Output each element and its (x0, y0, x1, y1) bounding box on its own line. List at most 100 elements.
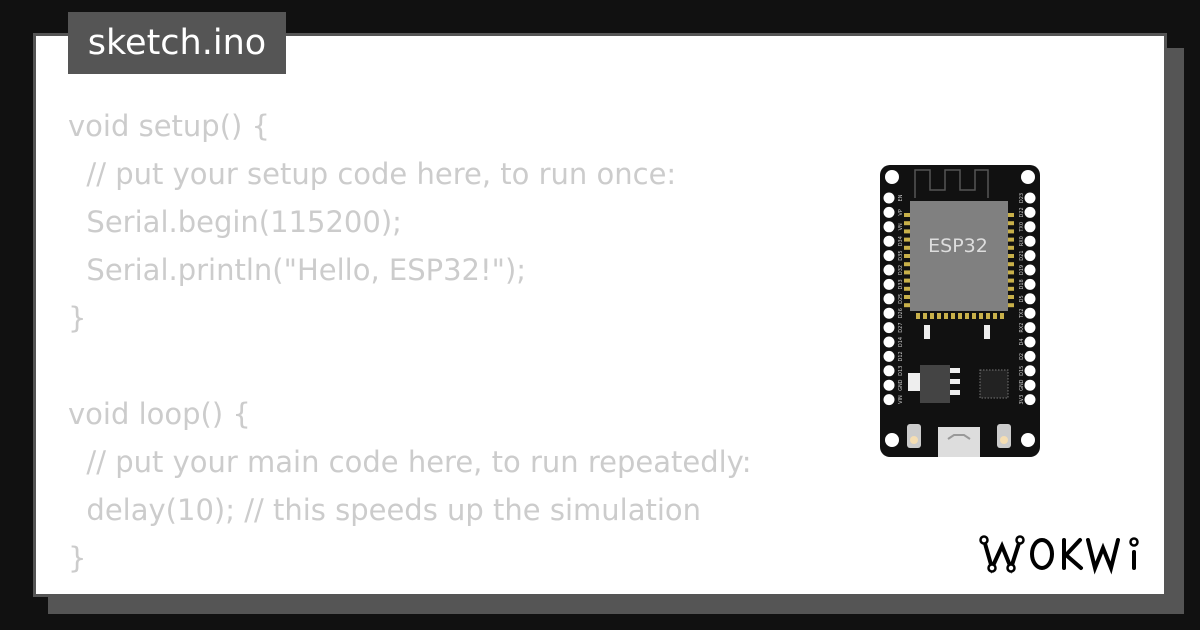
pin-label: D12 (898, 351, 904, 361)
chip-pad (904, 254, 910, 258)
pin-label: TX0 (1019, 222, 1025, 233)
pin-label: D14 (898, 337, 904, 347)
chip-pad (965, 313, 969, 319)
pin-label: D26 (898, 308, 904, 318)
chip-pad (1008, 221, 1014, 226)
chip-pad (1008, 303, 1014, 308)
code-line: Serial.println("Hello, ESP32!"); (68, 253, 527, 287)
pin-label: D2 (1019, 353, 1025, 360)
pin-tx0[interactable] (1024, 221, 1036, 233)
pin-d15[interactable] (1024, 365, 1036, 377)
pin-d32[interactable] (883, 264, 895, 276)
file-title: sketch.ino (68, 12, 286, 74)
chip-pad (1008, 295, 1014, 299)
pin-d2[interactable] (1024, 350, 1036, 362)
chip-pad (923, 313, 927, 319)
pin-label: D13 (898, 366, 904, 376)
pin-en[interactable] (883, 192, 895, 204)
chip-pad (986, 313, 990, 319)
pin-label: D19 (1019, 265, 1025, 275)
pin-label: D25 (898, 294, 904, 304)
pin-gnd[interactable] (1024, 379, 1036, 391)
pin-d27[interactable] (883, 322, 895, 334)
pin-vp[interactable] (883, 206, 895, 218)
pin-d21[interactable] (1024, 250, 1036, 262)
pin-label: VIN (898, 395, 904, 404)
chip-pad (904, 245, 910, 250)
pin-d26[interactable] (883, 307, 895, 319)
chip-pad (904, 286, 910, 291)
code-editor: void setup() { // put your setup code he… (68, 102, 752, 582)
pin-tx2[interactable] (1024, 307, 1036, 319)
chip-pad (1008, 286, 1014, 291)
pin-label: TX2 (1019, 308, 1025, 319)
pin-label: D21 (1019, 250, 1025, 260)
code-line: void loop() { (68, 397, 251, 431)
pin-d14[interactable] (883, 336, 895, 348)
antenna-icon (914, 169, 989, 198)
chip-pad (1000, 313, 1004, 319)
button-boot (907, 424, 921, 448)
pin-label: GND (1019, 379, 1025, 391)
pin-label: D35 (898, 250, 904, 260)
pin-gnd[interactable] (883, 379, 895, 391)
pin-d22[interactable] (1024, 206, 1036, 218)
chip-pad (1008, 254, 1014, 258)
chip-label: ESP32 (928, 235, 988, 257)
pin-d12[interactable] (883, 350, 895, 362)
pin-label: D4 (1019, 338, 1025, 345)
chip-pad (904, 295, 910, 299)
pin-d19[interactable] (1024, 264, 1036, 276)
chip-pad (1008, 229, 1014, 234)
chip-pad (979, 313, 983, 319)
pin-vn[interactable] (883, 221, 895, 233)
pin-d25[interactable] (883, 293, 895, 305)
code-line: // put your main code here, to run repea… (68, 445, 752, 479)
chip-pad (951, 313, 955, 319)
pin-d13[interactable] (883, 365, 895, 377)
pin-vin[interactable] (883, 394, 895, 406)
pin-d5[interactable] (1024, 293, 1036, 305)
pin-d34[interactable] (883, 235, 895, 247)
chip-pad (972, 313, 976, 319)
chip-pad (904, 278, 910, 283)
chip-pad (1008, 213, 1014, 217)
code-line: // put your setup code here, to run once… (68, 157, 677, 191)
chip-pad (937, 313, 941, 319)
esp32-chip (910, 201, 1008, 311)
chip-pad (904, 303, 910, 308)
code-line: } (68, 541, 87, 575)
pin-label: D27 (898, 322, 904, 332)
chip-pad (1008, 278, 1014, 283)
pin-label: GND (898, 379, 904, 391)
pin-d4[interactable] (1024, 336, 1036, 348)
pin-label: 3V3 (1019, 395, 1025, 405)
pin-d23[interactable] (1024, 192, 1036, 204)
pin-label: D33 (898, 279, 904, 289)
pin-label: VN (898, 223, 904, 230)
pin-label: D23 (1019, 193, 1025, 203)
chip-pad (916, 313, 920, 319)
pin-label: D22 (1019, 207, 1025, 217)
chip-pad (993, 313, 997, 319)
code-line: delay(10); // this speeds up the simulat… (68, 493, 702, 527)
pin-rx2[interactable] (1024, 322, 1036, 334)
chip-pad (904, 237, 910, 242)
pin-rx0[interactable] (1024, 235, 1036, 247)
code-line: } (68, 301, 87, 335)
usb-chip (979, 369, 1009, 399)
pin-label: RX2 (1019, 323, 1025, 333)
pin-label: EN (898, 194, 904, 201)
pin-label: RX0 (1019, 236, 1025, 246)
chip-pad (1008, 262, 1014, 267)
pin-3v3[interactable] (1024, 394, 1036, 406)
pin-d33[interactable] (883, 278, 895, 290)
pin-label: D15 (1019, 366, 1025, 376)
chip-pad (904, 270, 910, 275)
pin-d35[interactable] (883, 250, 895, 262)
pin-d18[interactable] (1024, 278, 1036, 290)
pin-label: D32 (898, 265, 904, 275)
chip-pad (1008, 245, 1014, 250)
button-en (997, 424, 1011, 448)
esp32-board: ESP32 ENVPVND34D35D32D33D25D26D27D14D12D… (880, 165, 1040, 457)
